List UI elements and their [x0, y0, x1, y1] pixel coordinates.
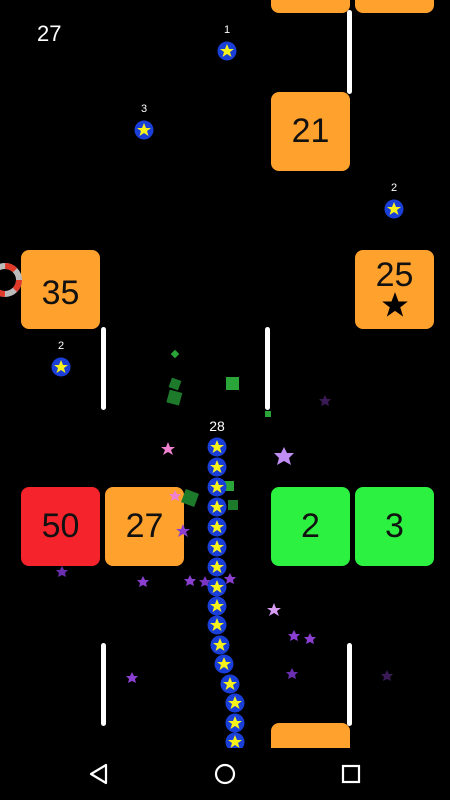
wall: [265, 327, 270, 410]
block-2: 2: [271, 487, 350, 566]
block-50: 50: [21, 487, 100, 566]
snake-length-counter: 28: [209, 418, 225, 434]
snake-pickup-icon: [384, 199, 404, 219]
snake-segment: [225, 713, 245, 733]
block-21: 21: [271, 92, 350, 171]
pickup-label: 1: [223, 24, 231, 36]
snake-segment: [207, 497, 227, 517]
snake-segment: [207, 457, 227, 477]
snake-segment: [207, 537, 227, 557]
snake-segment: [207, 557, 227, 577]
score-counter: 27: [37, 21, 62, 46]
block-value: 3: [385, 507, 404, 545]
block-value: 35: [41, 274, 80, 312]
pickup-label: 2: [390, 182, 398, 194]
block-value: 25: [375, 256, 414, 294]
wall: [347, 10, 352, 94]
snake-segment: [207, 577, 227, 597]
shield-powerup-icon: [0, 263, 22, 297]
snake-pickup-icon: [134, 120, 154, 140]
block-35: 35: [21, 250, 100, 329]
block-bottom: [271, 723, 350, 748]
snake-segment: [220, 674, 240, 694]
wall: [101, 643, 106, 726]
snake-segment: [207, 477, 227, 497]
star-icon: [381, 292, 408, 317]
wall: [101, 327, 106, 410]
block-top-right: [355, 0, 434, 13]
block-top-left: [271, 0, 350, 13]
back-icon[interactable]: [85, 760, 113, 788]
snake-segment: [207, 437, 227, 457]
recents-icon[interactable]: [337, 760, 365, 788]
system-nav-bar: [0, 748, 450, 800]
snake-segment: [207, 596, 227, 616]
block-value: 2: [301, 507, 320, 545]
snake-segment: [210, 635, 230, 655]
block-25: 25: [355, 250, 434, 329]
block-value: 21: [291, 112, 330, 150]
snake-segment: [207, 517, 227, 537]
snake-segment: [225, 732, 245, 748]
snake-segment: [214, 654, 234, 674]
block-3: 3: [355, 487, 434, 566]
snake-segment: [225, 693, 245, 713]
particles: [56, 349, 393, 683]
snake-segment: [207, 615, 227, 635]
block-value: 27: [125, 507, 164, 545]
snake-pickup-icon: [51, 357, 71, 377]
wall: [347, 643, 352, 726]
snake-pickup-icon: [217, 41, 237, 61]
game-board[interactable]: 21 35 25 50 27 2 3 1 3 2 2: [0, 0, 450, 748]
home-icon[interactable]: [211, 760, 239, 788]
block-value: 50: [41, 507, 80, 545]
pickup-label: 3: [140, 103, 148, 115]
block-27: 27: [105, 487, 184, 566]
pickup-label: 2: [57, 340, 65, 352]
